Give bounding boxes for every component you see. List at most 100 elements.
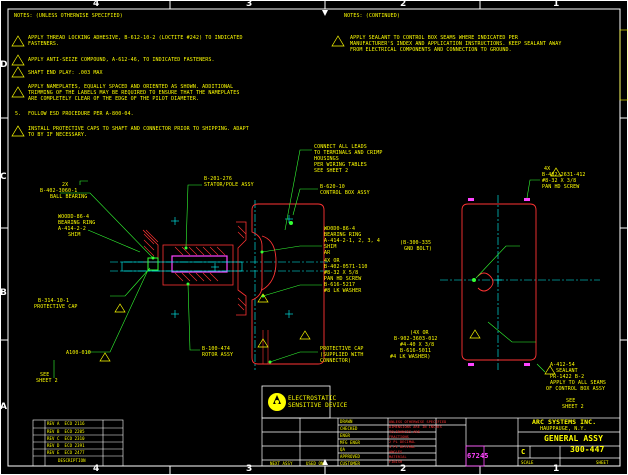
callout-protective-cap-bottom-1: PROTECTIVE CAP: [320, 346, 364, 352]
callout-connect-1: CONNECT ALL LEADS: [314, 144, 367, 150]
zone-top-3: 3: [246, 0, 253, 9]
rotor-body: [162, 244, 234, 286]
tb-engr: ENGR: [340, 433, 351, 438]
callout-see-sheet-left-1: SEE: [40, 372, 50, 378]
zone-side-c: C: [0, 172, 7, 182]
callout-screws-mid-4: PAN HD SCREW: [324, 276, 362, 282]
shaft: [121, 261, 243, 272]
callout-bearing-ring-left-3: A-414-2-2: [58, 226, 86, 232]
callout-bearing-ring-left-4: SHIM: [68, 232, 81, 238]
middle-view: [251, 203, 325, 365]
tb-drawn: DRAWN: [340, 419, 353, 424]
tb-checked: CHECKED: [340, 426, 358, 431]
callout-screws-bottom-2: B-902-3603-012: [394, 336, 438, 342]
cage-highlight: [465, 445, 485, 467]
note-4-line-2: TRIMMING OF THE LABELS MAY BE REQUIRED T…: [28, 90, 240, 96]
tb-dwg-no: 300-447: [570, 445, 605, 454]
callout-sealant-5: OF CONTROL BOX ASSY: [546, 386, 606, 392]
callout-control-box-2: CONTROL BOX ASSY: [320, 190, 370, 196]
center-marks: [171, 215, 502, 318]
callout-screws-mid-3: #8-32 X 5/8: [324, 270, 359, 276]
callout-connect-5: SEE SHEET 2: [314, 168, 349, 174]
revision-block: [32, 419, 124, 467]
esd-line-2: SENSITIVE DEVICE: [288, 402, 348, 409]
zone-side-b: B: [0, 288, 7, 298]
right-view: [461, 203, 537, 361]
callout-sealant-2: SEALANT: [556, 368, 578, 374]
zone-bottom-2: 2: [400, 464, 407, 474]
tb-mid-header-7: ANGLES: [389, 450, 403, 454]
callout-screws-top-right-2: B-402-2631-412: [542, 172, 586, 178]
left-view: [121, 221, 247, 316]
note-5-num: 5.: [15, 111, 22, 117]
note-6-line-2: TO BY IF NECESSARY.: [28, 132, 88, 138]
tb-qa: QA: [340, 447, 346, 452]
callout-stator-2: STATOR/POLE ASSY: [204, 182, 254, 188]
callout-screws-top-right-3: #8-32 X 3/8: [542, 178, 577, 184]
rev-row-5: REV E ECO 2477: [47, 450, 85, 455]
leader-dots: [151, 246, 272, 364]
note-7-line-2: MANUFACTURER'S INDEX AND APPLICATION INS…: [350, 41, 562, 47]
notes-left-title: NOTES: (UNLESS OTHERWISE SPECIFIED): [14, 13, 123, 19]
zone-top-1: 1: [553, 0, 560, 9]
tb-mid-header-8: MATERIAL: [389, 455, 407, 459]
tb-mfg-engr: MFG ENGR: [340, 440, 361, 445]
tb-mid-header-5: 2 PL DECIMAL: [389, 440, 416, 444]
callout-see-sheet-left-2: SHEET 2: [36, 378, 58, 384]
tb-cage: 67245: [467, 452, 489, 460]
note-7-line-3: FROM ELECTRICAL COMPONENTS AND CONNECTIO…: [350, 47, 512, 53]
tb-size: C: [521, 448, 526, 456]
title-block-frame: [261, 417, 621, 467]
tb-customer: CUSTOMER: [340, 461, 361, 466]
callout-ball-bearing-1: 2X: [62, 182, 69, 188]
callout-screws-mid-2: B-402-0571-110: [324, 264, 368, 270]
note-1-line-2: FASTENERS.: [28, 41, 60, 47]
callout-sealant-3: PR-1422 B-2: [550, 374, 585, 380]
callout-bearing-ring-left-1: WOODD-86-4: [58, 214, 90, 220]
housing-front: [461, 203, 537, 361]
notes-right-title: NOTES: (CONTINUED): [344, 13, 400, 19]
callout-protective-cap-left-1: B-314-10-1: [38, 298, 70, 304]
callout-protective-cap-bottom-2: (SUPPLIED WITH: [320, 352, 364, 358]
zone-bottom-1: 1: [553, 464, 560, 474]
callout-screws-bottom-1: (4X OR: [410, 330, 429, 336]
callout-screws-bottom-5: #4 LK WASHER): [390, 354, 431, 360]
center-arrow-top: [322, 10, 328, 16]
callout-rotor-1: B-100-474: [202, 346, 230, 352]
note-5-line-1: FOLLOW ESD PROCEDURE PER A-800-04.: [28, 111, 134, 117]
rev-row-4: REV D ECO 2391: [47, 443, 85, 448]
gnd-bolt-dot: [472, 278, 476, 282]
callout-sealant-4: APPLY TO ALL SEAMS: [550, 380, 606, 386]
callout-gnd-bolt-1: (B-300-335: [400, 240, 432, 246]
callout-bearing-ring-right-3: A-414-2-1, 2, 3, 4: [324, 238, 380, 244]
tb-mid-header-2: DIMENSIONS ARE IN INCHES: [389, 425, 442, 429]
callout-screws-top-right-4: PAN HD SCREW: [542, 184, 580, 190]
note-6-line-1: INSTALL PROTECTIVE CAPS TO SHAFT AND CON…: [28, 126, 249, 132]
callout-screws-mid-1: 4X OR: [324, 258, 340, 264]
callout-bearing-ring-right-5: AR: [324, 250, 331, 256]
note-4-line-3: ARE COMPLETELY CLEAR OF THE EDGE OF THE …: [28, 96, 200, 102]
callout-screws-mid-5: B-616-5217: [324, 282, 356, 288]
callout-see-sheet-right-1: SEE: [566, 398, 576, 404]
callout-connect-3: HOUSINGS: [314, 156, 339, 162]
note-4-line-1: APPLY NAMEPLATES, EQUALLY SPACED AND ORI…: [28, 84, 234, 90]
tb-scale: SCALE: [521, 460, 534, 465]
callout-screws-mid-6: #8 LK WASHER: [324, 288, 362, 294]
note-2-line-1: APPLY ANTI-SEIZE COMPOUND, A-612-46, TO …: [28, 57, 215, 63]
tb-sheet: SHEET: [596, 460, 609, 465]
callout-ball-bearing-3: BALL BEARING: [50, 194, 88, 200]
note-7-line-1: APPLY SEALANT TO CONTROL BOX SEAMS WHERE…: [350, 35, 518, 41]
zone-side-a: A: [0, 402, 7, 412]
tb-mid-header-1: UNLESS OTHERWISE SPECIFIED: [389, 420, 447, 424]
note-1-line-1: APPLY THREAD LOCKING ADHESIVE, B-612-10-…: [28, 35, 243, 41]
callout-protective-cap-left-2: PROTECTIVE CAP: [34, 304, 78, 310]
tb-approved: APPROVED: [340, 454, 361, 459]
callout-protective-cap-bottom-3: CONNECTOR): [320, 358, 352, 364]
tb-mid-header-9: FINISH: [389, 460, 403, 464]
rev-header: DESCRIPTION: [58, 458, 86, 463]
leader-lines: [53, 149, 546, 378]
callout-screws-bottom-4: B-616-5011: [400, 348, 432, 354]
zone-top-4: 4: [93, 0, 100, 9]
side-stamp: [619, 29, 628, 101]
callout-gnd-bolt-2: GND BOLT): [404, 246, 432, 252]
